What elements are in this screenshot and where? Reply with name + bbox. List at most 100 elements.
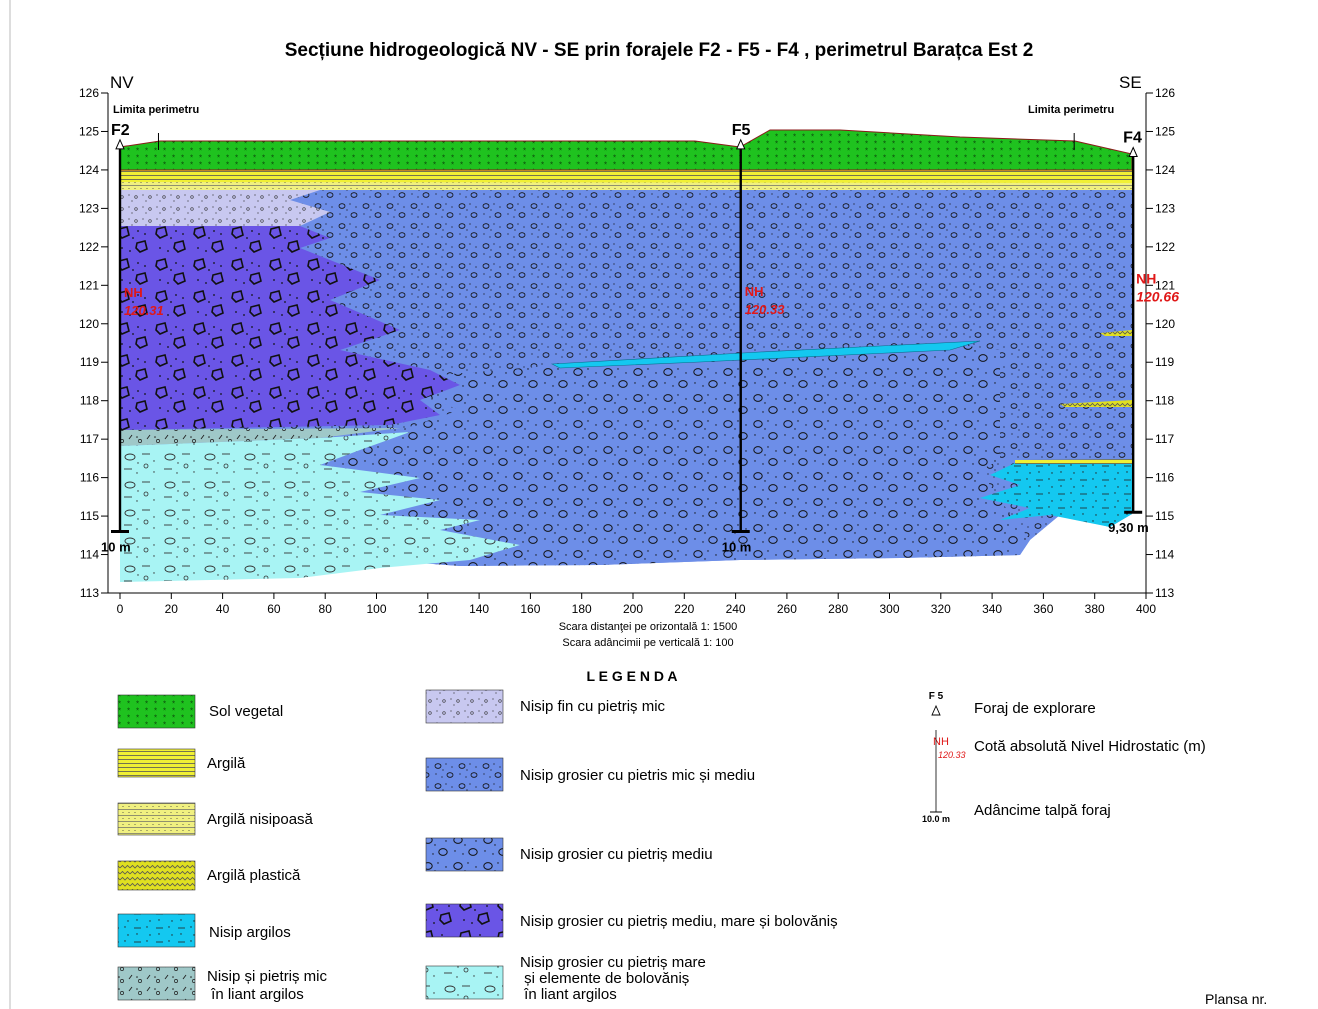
borehole-triangle-icon <box>735 138 746 150</box>
legend-label-argila-nisipoasa: Argilă nisipoasă <box>207 811 314 828</box>
y-tick-label-left: 120 <box>79 317 99 331</box>
layer-nisip-grosier-bolovanis <box>120 432 520 582</box>
legend-foraj-symbol-label: F 5 <box>929 691 944 702</box>
legend-swatch-ngrosier-mare <box>425 903 504 938</box>
legend-label-sol: Sol vegetal <box>209 703 283 720</box>
nh-label: NH <box>124 285 143 300</box>
layer-nisip-grosier-mare <box>120 226 460 430</box>
legend-label-ngrosier-bolov: Nisip grosier cu pietriș mare și element… <box>520 954 706 1003</box>
x-tick-label: 120 <box>418 602 438 616</box>
y-tick-label-right: 120 <box>1155 317 1175 331</box>
legend-label-nisip-argilos: Nisip argilos <box>209 924 291 941</box>
legend-swatch-sol <box>117 694 196 729</box>
borehole-name: F5 <box>732 122 751 139</box>
legend-talpa-symbol: 10.0 m <box>922 814 950 824</box>
x-tick-label: 380 <box>1085 602 1105 616</box>
y-tick-label-left: 114 <box>80 548 99 562</box>
perimeter-limit-left: Limita perimetru <box>113 104 199 116</box>
legend-label-line: în liant argilos <box>207 986 304 1003</box>
x-tick-label: 320 <box>931 602 951 616</box>
y-tick-label-left: 113 <box>80 586 99 600</box>
y-tick-label-right: 115 <box>1155 509 1174 523</box>
legend-label-line: și elemente de bolovăniș <box>520 970 689 987</box>
scale-vertical: Scara adâncimii pe verticală 1: 100 <box>562 637 733 649</box>
orientation-se: SE <box>1119 73 1142 92</box>
legend-swatch-nisip-liant <box>117 966 196 1001</box>
legend-label-ngrosier-mare: Nisip grosier cu pietriș mediu, mare și … <box>520 913 838 930</box>
legend-swatch-argila <box>117 748 196 778</box>
nh-value: 120.33 <box>745 302 786 317</box>
legend-swatch-ngrosier-bolov <box>425 965 504 1000</box>
borehole-depth: 10 m <box>101 539 131 554</box>
geology-layers <box>119 129 1133 582</box>
y-tick-label-right: 122 <box>1155 240 1175 254</box>
y-tick-label-left: 123 <box>79 201 99 215</box>
y-tick-label-right: 114 <box>1155 548 1174 562</box>
orientation-nv: NV <box>110 73 134 92</box>
y-tick-label-left: 125 <box>79 124 99 138</box>
x-tick-label: 140 <box>469 602 489 616</box>
legend-label-foraj: Foraj de explorare <box>974 700 1096 717</box>
y-tick-label-left: 115 <box>80 509 99 523</box>
layer-nisip-fin <box>120 190 330 226</box>
x-tick-label: 280 <box>828 602 848 616</box>
y-tick-label-left: 124 <box>79 163 99 177</box>
legend-label-nh: Cotă absolută Nivel Hidrostatic (m) <box>974 738 1206 755</box>
y-tick-label-right: 124 <box>1155 163 1175 177</box>
nh-value: 120.31 <box>124 303 164 318</box>
y-tick-label-left: 117 <box>80 432 99 446</box>
borehole-triangle-icon <box>115 138 125 150</box>
x-tick-label: 240 <box>726 602 746 616</box>
lens-argila-plastica-1 <box>1100 330 1132 336</box>
y-tick-label-right: 125 <box>1155 124 1175 138</box>
nh-label: NH <box>745 284 764 299</box>
y-tick-label-left: 118 <box>80 394 99 408</box>
borehole-triangle-icon <box>1128 146 1138 158</box>
legend-label-talpa: Adâncime talpă foraj <box>974 802 1111 819</box>
y-tick-label-right: 113 <box>1155 586 1174 600</box>
legend-foraj-triangle-icon <box>931 704 941 716</box>
legend-swatch-argila-nisipoasa <box>117 802 196 836</box>
layer-nisip-pietris-liant <box>120 428 400 446</box>
x-tick-label: 20 <box>165 602 179 616</box>
borehole-name: F4 <box>1123 130 1142 147</box>
borehole-name: F2 <box>111 122 130 139</box>
y-tick-label-right: 119 <box>1155 355 1174 369</box>
lens-argila-3 <box>1015 459 1132 464</box>
x-tick-label: 200 <box>623 602 643 616</box>
y-tick-label-left: 119 <box>80 355 99 369</box>
y-tick-label-right: 123 <box>1155 201 1175 215</box>
legend-swatch-ngrosier-mic <box>425 757 504 792</box>
y-tick-label-right: 121 <box>1155 278 1175 292</box>
scale-horizontal: Scara distanţei pe orizontală 1: 1500 <box>559 621 738 633</box>
y-tick-label-left: 122 <box>79 240 99 254</box>
x-tick-label: 340 <box>982 602 1002 616</box>
layer-sol-vegetal <box>119 129 1133 171</box>
x-tick-label: 160 <box>520 602 540 616</box>
x-tick-label: 220 <box>674 602 694 616</box>
legend-swatch-nisip-fin <box>425 689 504 724</box>
borehole-depth: 10 m <box>722 539 752 554</box>
nh-value: 120.66 <box>1136 288 1179 304</box>
legend-nh-symbol-value: 120.33 <box>938 750 966 760</box>
x-tick-label: 300 <box>879 602 899 616</box>
x-tick-label: 100 <box>366 602 386 616</box>
legend-swatch-ngrosier-mediu <box>425 837 504 872</box>
legend-label-nisip-liant: Nisip și pietriș mic în liant argilos <box>207 968 328 1003</box>
x-tick-label: 60 <box>267 602 281 616</box>
legend-label-line: în liant argilos <box>520 986 617 1003</box>
y-tick-label-right: 126 <box>1155 86 1175 100</box>
borehole-depth: 9,30 m <box>1108 520 1148 535</box>
layer-argila-nisipoasa <box>120 182 1132 190</box>
y-tick-label-right: 116 <box>1155 471 1174 485</box>
x-tick-label: 400 <box>1136 602 1156 616</box>
legend-swatch-argila-plastica <box>117 860 196 891</box>
legend-nh-symbol-label: NH <box>933 736 949 748</box>
legend: F 5 NH 120.33 10.0 m <box>117 689 966 1001</box>
x-tick-label: 80 <box>319 602 333 616</box>
y-tick-label-right: 117 <box>1155 432 1174 446</box>
legend-label-line: Nisip grosier cu pietriș mare <box>520 954 706 971</box>
y-tick-label-right: 118 <box>1155 394 1174 408</box>
